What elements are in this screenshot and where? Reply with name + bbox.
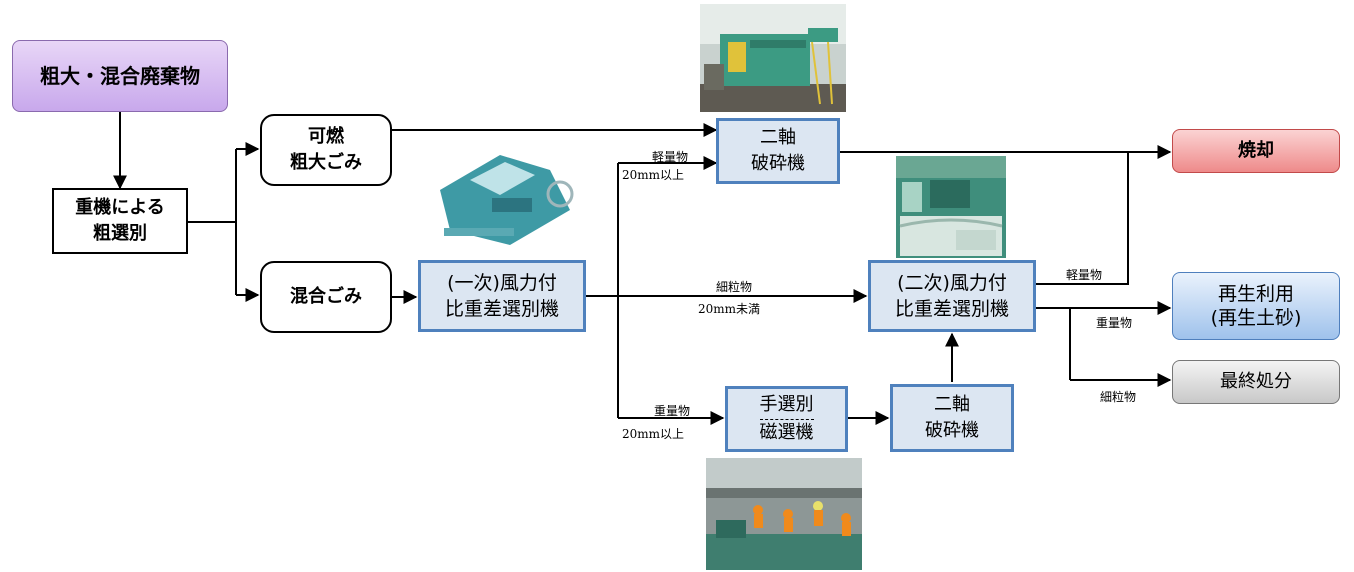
shredder-photo xyxy=(700,4,846,112)
node-mixed: 混合ごみ xyxy=(260,261,392,333)
node-input: 粗大・混合廃棄物 xyxy=(12,40,228,112)
node-hand-sort: 手選別 磁選機 xyxy=(725,386,848,452)
node-recycle: 再生利用 (再生土砂) xyxy=(1172,272,1340,340)
node-primary-separator-line2: 比重差選別機 xyxy=(444,298,559,320)
label-fine-mid-size: 20mm未満 xyxy=(698,302,761,316)
node-shredder-top: 二軸 破砕機 xyxy=(716,118,840,184)
label-heavy-bottom: 重量物 xyxy=(654,404,691,418)
node-combustible-line2: 粗大ごみ xyxy=(290,152,362,173)
node-shredder-bottom-line1: 二軸 xyxy=(934,394,970,415)
node-final-disposal: 最終処分 xyxy=(1172,360,1340,404)
node-mixed-label: 混合ごみ xyxy=(290,286,362,307)
node-shredder-bottom-line2: 破砕機 xyxy=(925,420,979,441)
node-recycle-line1: 再生利用 xyxy=(1217,283,1294,305)
hand-sorting-photo xyxy=(706,458,862,570)
node-incineration-label: 焼却 xyxy=(1238,140,1274,161)
label-heavy-bottom-size: 20mm以上 xyxy=(622,427,685,441)
primary-separator-photo xyxy=(430,150,582,250)
label-light-right: 軽量物 xyxy=(1066,268,1103,282)
node-hand-sort-line2: 磁選機 xyxy=(759,422,814,443)
node-primary-separator-line1: (一次)風力付 xyxy=(447,272,557,294)
node-input-label: 粗大・混合廃棄物 xyxy=(40,64,200,88)
label-fine-right: 細粒物 xyxy=(1100,390,1137,404)
label-heavy-right: 重量物 xyxy=(1096,316,1133,330)
node-primary-separator: (一次)風力付 比重差選別機 xyxy=(418,260,586,332)
node-incineration: 焼却 xyxy=(1172,129,1340,173)
node-secondary-separator: (二次)風力付 比重差選別機 xyxy=(868,260,1036,332)
node-rough-sort-line2: 粗選別 xyxy=(93,223,147,244)
node-shredder-top-line2: 破砕機 xyxy=(751,153,805,174)
node-final-disposal-label: 最終処分 xyxy=(1220,371,1292,392)
node-shredder-bottom: 二軸 破砕機 xyxy=(890,384,1014,452)
edge-secondary-light xyxy=(1036,152,1129,285)
label-light-top-size: 20mm以上 xyxy=(622,168,685,182)
node-rough-sort: 重機による 粗選別 xyxy=(52,188,188,254)
node-combustible: 可燃 粗大ごみ xyxy=(260,114,392,186)
node-rough-sort-line1: 重機による xyxy=(75,197,165,218)
node-recycle-line2: (再生土砂) xyxy=(1210,307,1302,329)
secondary-separator-photo xyxy=(896,156,1006,258)
node-secondary-separator-line1: (二次)風力付 xyxy=(897,272,1007,294)
node-hand-sort-line1: 手選別 xyxy=(759,392,814,420)
label-light-top: 軽量物 xyxy=(652,150,689,164)
node-combustible-line1: 可燃 xyxy=(308,126,344,147)
node-shredder-top-line1: 二軸 xyxy=(760,127,796,148)
node-secondary-separator-line2: 比重差選別機 xyxy=(894,298,1009,320)
label-fine-mid: 細粒物 xyxy=(716,280,753,294)
